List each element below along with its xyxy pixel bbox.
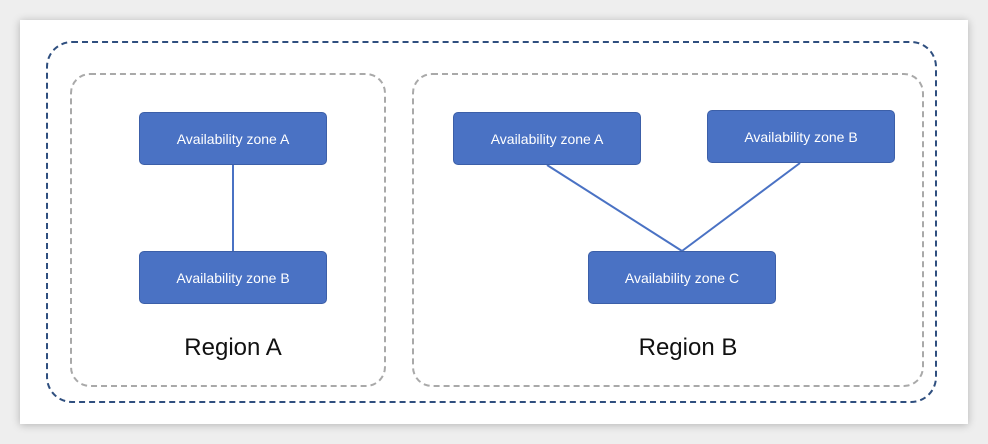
link-region-b-zone-a-to-zone-c — [546, 164, 683, 252]
connections — [232, 162, 801, 252]
zone-label: Availability zone B — [176, 269, 290, 286]
region-a-label: Region A — [184, 334, 282, 361]
region-b-container — [412, 73, 924, 387]
region-a-container — [70, 73, 386, 387]
diagram-canvas: Availability zone A Availability zone B … — [20, 20, 968, 424]
region-b-zone-a: Availability zone A — [453, 112, 641, 165]
outer-boundary — [46, 41, 937, 403]
zone-label: Availability zone A — [490, 130, 604, 147]
region-b-zone-c: Availability zone C — [588, 251, 776, 304]
region-a-zone-b: Availability zone B — [139, 251, 327, 304]
zone-label: Availability zone C — [624, 269, 740, 286]
region-a-zone-a: Availability zone A — [139, 112, 327, 165]
region-b-zone-b: Availability zone B — [707, 110, 895, 163]
region-b-label: Region B — [638, 334, 738, 361]
link-region-b-zone-b-to-zone-c — [681, 162, 801, 252]
zone-label: Availability zone B — [744, 128, 858, 145]
zone-label: Availability zone A — [176, 130, 290, 147]
